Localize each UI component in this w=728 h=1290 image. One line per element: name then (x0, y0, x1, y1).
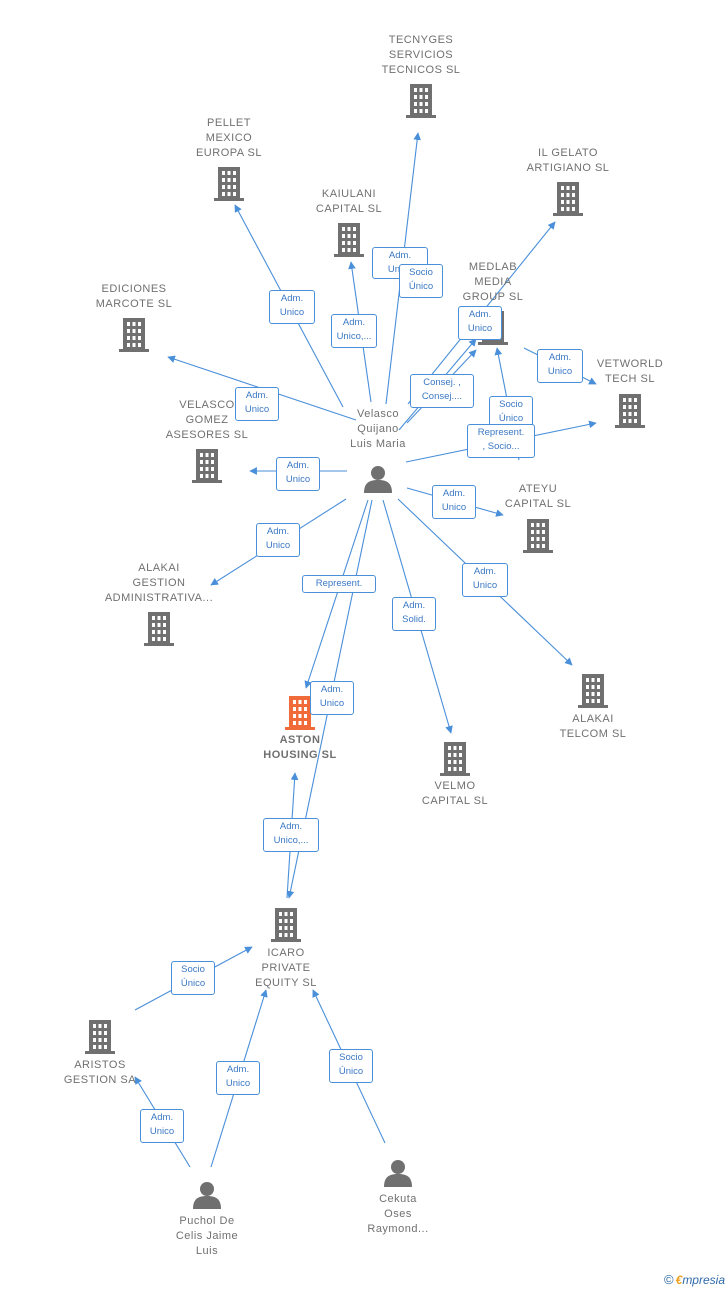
ediciones-building-icon[interactable] (119, 318, 149, 352)
edge-label-14[interactable]: Represent. (302, 575, 376, 593)
node-label-velasco[interactable]: Velasco Quijano Luis Maria (350, 408, 406, 450)
edge-label-13[interactable]: Adm. Unico (462, 563, 508, 597)
tecnyges-building-icon[interactable] (406, 84, 436, 118)
edge-line-14 (304, 499, 369, 689)
edge-label-10[interactable]: Adm. Unico (276, 457, 320, 491)
edge-label-17[interactable]: Adm. Unico,... (263, 818, 319, 852)
edge-label-18[interactable]: Socio Único (171, 961, 215, 995)
kaiulani-building-icon[interactable] (334, 223, 364, 257)
node-label-pellet[interactable]: PELLET MEXICO EUROPA SL (195, 117, 263, 159)
edge-label-15[interactable]: Adm. Solid. (392, 597, 436, 631)
aristos-building-icon[interactable] (85, 1020, 115, 1054)
node-label-alakaigestion[interactable]: ALAKAI GESTION ADMINISTRATIVA... (104, 562, 214, 604)
edge-label-3[interactable]: Adm. Unico,... (331, 314, 377, 348)
node-label-medlab[interactable]: MEDLAB MEDIA GROUP SL (462, 261, 524, 303)
velasco-person-icon[interactable] (364, 466, 392, 493)
edge-label-4[interactable]: Adm. Unico (235, 387, 279, 421)
edge-label-11[interactable]: Adm. Unico (432, 485, 476, 519)
alakaitelcom-building-icon[interactable] (578, 674, 608, 708)
edge-label-8[interactable]: Adm. Unico (537, 349, 583, 383)
edge-label-16[interactable]: Adm. Unico (310, 681, 354, 715)
pellet-building-icon[interactable] (214, 167, 244, 201)
node-label-velmo[interactable]: VELMO CAPITAL SL (421, 780, 489, 807)
velmo-building-icon[interactable] (440, 742, 470, 776)
node-label-alakaitelcom[interactable]: ALAKAI TELCOM SL (559, 713, 627, 740)
node-label-tecnyges[interactable]: TECNYGES SERVICIOS TECNICOS SL (381, 34, 461, 76)
brand-logo-text: mpresia (682, 1273, 725, 1287)
edge-label-9[interactable]: Represent. , Socio... (467, 424, 535, 458)
velascogomez-building-icon[interactable] (192, 449, 222, 483)
icaro-building-icon[interactable] (271, 908, 301, 942)
node-label-vetworld[interactable]: VETWORLD TECH SL (596, 358, 664, 385)
brand-footer: ©€mpresia (664, 1272, 725, 1287)
node-label-aston[interactable]: ASTON HOUSING SL (263, 734, 337, 761)
edge-label-2[interactable]: Adm. Unico (269, 290, 315, 324)
puchol-person-icon[interactable] (193, 1182, 221, 1209)
ilgelato-building-icon[interactable] (553, 182, 583, 216)
alakaigestion-building-icon[interactable] (144, 612, 174, 646)
copyright-icon: © (664, 1272, 674, 1287)
icons-layer (85, 84, 645, 1209)
edge-label-20[interactable]: Socio Único (329, 1049, 373, 1083)
brand-logo-initial: € (675, 1273, 683, 1287)
node-label-ateyu[interactable]: ATEYU CAPITAL SL (504, 483, 572, 510)
edge-label-6[interactable]: Consej. , Consej.... (410, 374, 474, 408)
edge-label-1[interactable]: Socio Único (399, 264, 443, 298)
node-label-ilgelato[interactable]: IL GELATO ARTIGIANO SL (526, 147, 610, 174)
node-label-cekuta[interactable]: Cekuta Oses Raymond... (367, 1193, 429, 1235)
cekuta-person-icon[interactable] (384, 1160, 412, 1187)
node-label-velascogomez[interactable]: VELASCO GOMEZ ASESORES SL (165, 399, 249, 441)
ateyu-building-icon[interactable] (523, 519, 553, 553)
edge-label-5[interactable]: Adm. Unico (458, 306, 502, 340)
edge-label-19[interactable]: Adm. Unico (216, 1061, 260, 1095)
vetworld-building-icon[interactable] (615, 394, 645, 428)
edge-label-21[interactable]: Adm. Unico (140, 1109, 184, 1143)
node-label-kaiulani[interactable]: KAIULANI CAPITAL SL (315, 188, 383, 215)
node-label-puchol[interactable]: Puchol De Celis Jaime Luis (175, 1215, 239, 1257)
node-label-ediciones[interactable]: EDICIONES MARCOTE SL (95, 283, 173, 310)
node-label-icaro[interactable]: ICARO PRIVATE EQUITY SL (255, 947, 317, 989)
edge-label-12[interactable]: Adm. Unico (256, 523, 300, 557)
node-label-aristos[interactable]: ARISTOS GESTION SA (63, 1059, 137, 1086)
